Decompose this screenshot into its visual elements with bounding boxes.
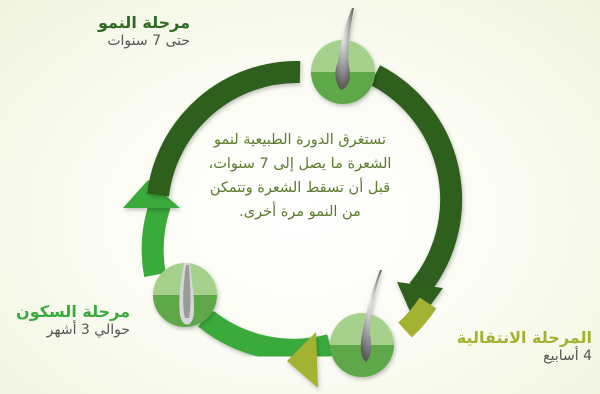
resting-arrow-head [287,332,318,388]
growth-stage-duration: حتى 7 سنوات [107,33,190,49]
transition-stage-label: المرحلة الانتقالية 4 أسابيع [440,328,592,366]
resting-stage-title: مرحلة السكون [16,302,130,321]
hair-follicle-growth-icon [311,8,375,104]
hair-follicle-resting-icon [153,263,217,327]
transition-stage-duration: 4 أسابيع [543,348,592,364]
rising-arc [141,201,171,277]
hair-follicle-transition-icon [330,270,394,377]
transition-arc [398,297,437,338]
growth-stage-title: مرحلة النمو [98,13,190,32]
growth-stage-label: مرحلة النمو حتى 7 سنوات [60,13,190,51]
resting-stage-label: مرحلة السكون حوالي 3 أشهر [0,302,130,340]
growth-arc [369,65,463,298]
transition-stage-title: المرحلة الانتقالية [456,328,592,347]
upper-left-arc [147,60,301,197]
resting-stage-duration: حوالي 3 أشهر [46,322,130,338]
cycle-description: تستغرق الدورة الطبيعية لنمو الشعرة ما يص… [208,132,392,220]
